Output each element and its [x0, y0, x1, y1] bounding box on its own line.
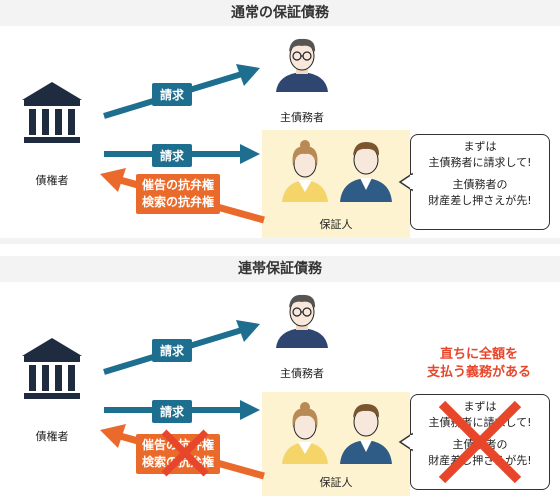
debtor-person-icon	[276, 294, 328, 348]
diagram-canvas: 債権者 請求 主債務者 直ちに全額を 支払う義務がある 請求	[0, 282, 560, 500]
guarantor-man-icon	[340, 142, 392, 202]
guarantor-woman-icon	[282, 402, 328, 464]
creditor-label: 債権者	[35, 174, 69, 187]
duty-text-2: 支払う義務がある	[426, 365, 531, 380]
request-label-debtor: 請求	[152, 339, 193, 362]
bubble-text-1: まずは	[463, 400, 497, 413]
bubble-tail	[398, 172, 413, 192]
guarantor-label: 保証人	[319, 218, 353, 231]
request-label-debtor: 請求	[152, 83, 193, 106]
cross-out-icon	[438, 400, 522, 484]
section-normal-guarantee: 通常の保証債務 債権者 請求 主債務者	[0, 0, 560, 244]
guarantor-area	[262, 130, 410, 238]
defense-rights-box: 催告の抗弁権 検索の抗弁権	[136, 174, 221, 214]
debtor-label: 主債務者	[280, 111, 324, 124]
section-joint-guarantee: 連帯保証債務 債権者 請求 主債務者 直ちに全額を	[0, 256, 560, 500]
debtor-label: 主債務者	[280, 367, 324, 380]
bubble-text-2: 主債務者に請求して!	[428, 156, 532, 169]
bubble-text-1: まずは	[463, 140, 497, 153]
guarantor-area	[262, 392, 410, 496]
guarantor-woman-icon	[282, 140, 328, 202]
debtor-person-icon	[276, 38, 328, 92]
request-label-guarantor: 請求	[152, 144, 193, 167]
bank-icon	[22, 82, 82, 143]
guarantor-man-icon	[340, 404, 392, 464]
bubble-text-4: 財産差し押さえが先!	[428, 194, 532, 207]
guarantor-label: 保証人	[319, 476, 353, 489]
defense-rights-box: 催告の抗弁権 検索の抗弁権	[136, 434, 221, 474]
bubble-text-3: 主債務者の	[452, 178, 508, 191]
section-title: 連帯保証債務	[238, 261, 322, 277]
creditor-label: 債権者	[35, 430, 69, 443]
defense-right-demand: 催告の抗弁権	[142, 178, 215, 192]
defense-right-search: 検索の抗弁権	[142, 195, 215, 209]
bubble-tail	[398, 432, 413, 452]
cross-out-icon	[161, 429, 209, 477]
guarantor-speech-bubble: まずは 主債務者に請求して! 主債務者の 財産差し押さえが先!	[410, 134, 550, 230]
bank-icon	[22, 338, 82, 399]
immediate-payment-duty: 直ちに全額を 支払う義務がある	[404, 346, 554, 382]
request-label-guarantor: 請求	[152, 400, 193, 423]
diagram-canvas: 債権者 請求 主債務者 請求	[0, 26, 560, 238]
duty-text-1: 直ちに全額を	[439, 347, 518, 362]
section-title: 通常の保証債務	[231, 5, 329, 21]
